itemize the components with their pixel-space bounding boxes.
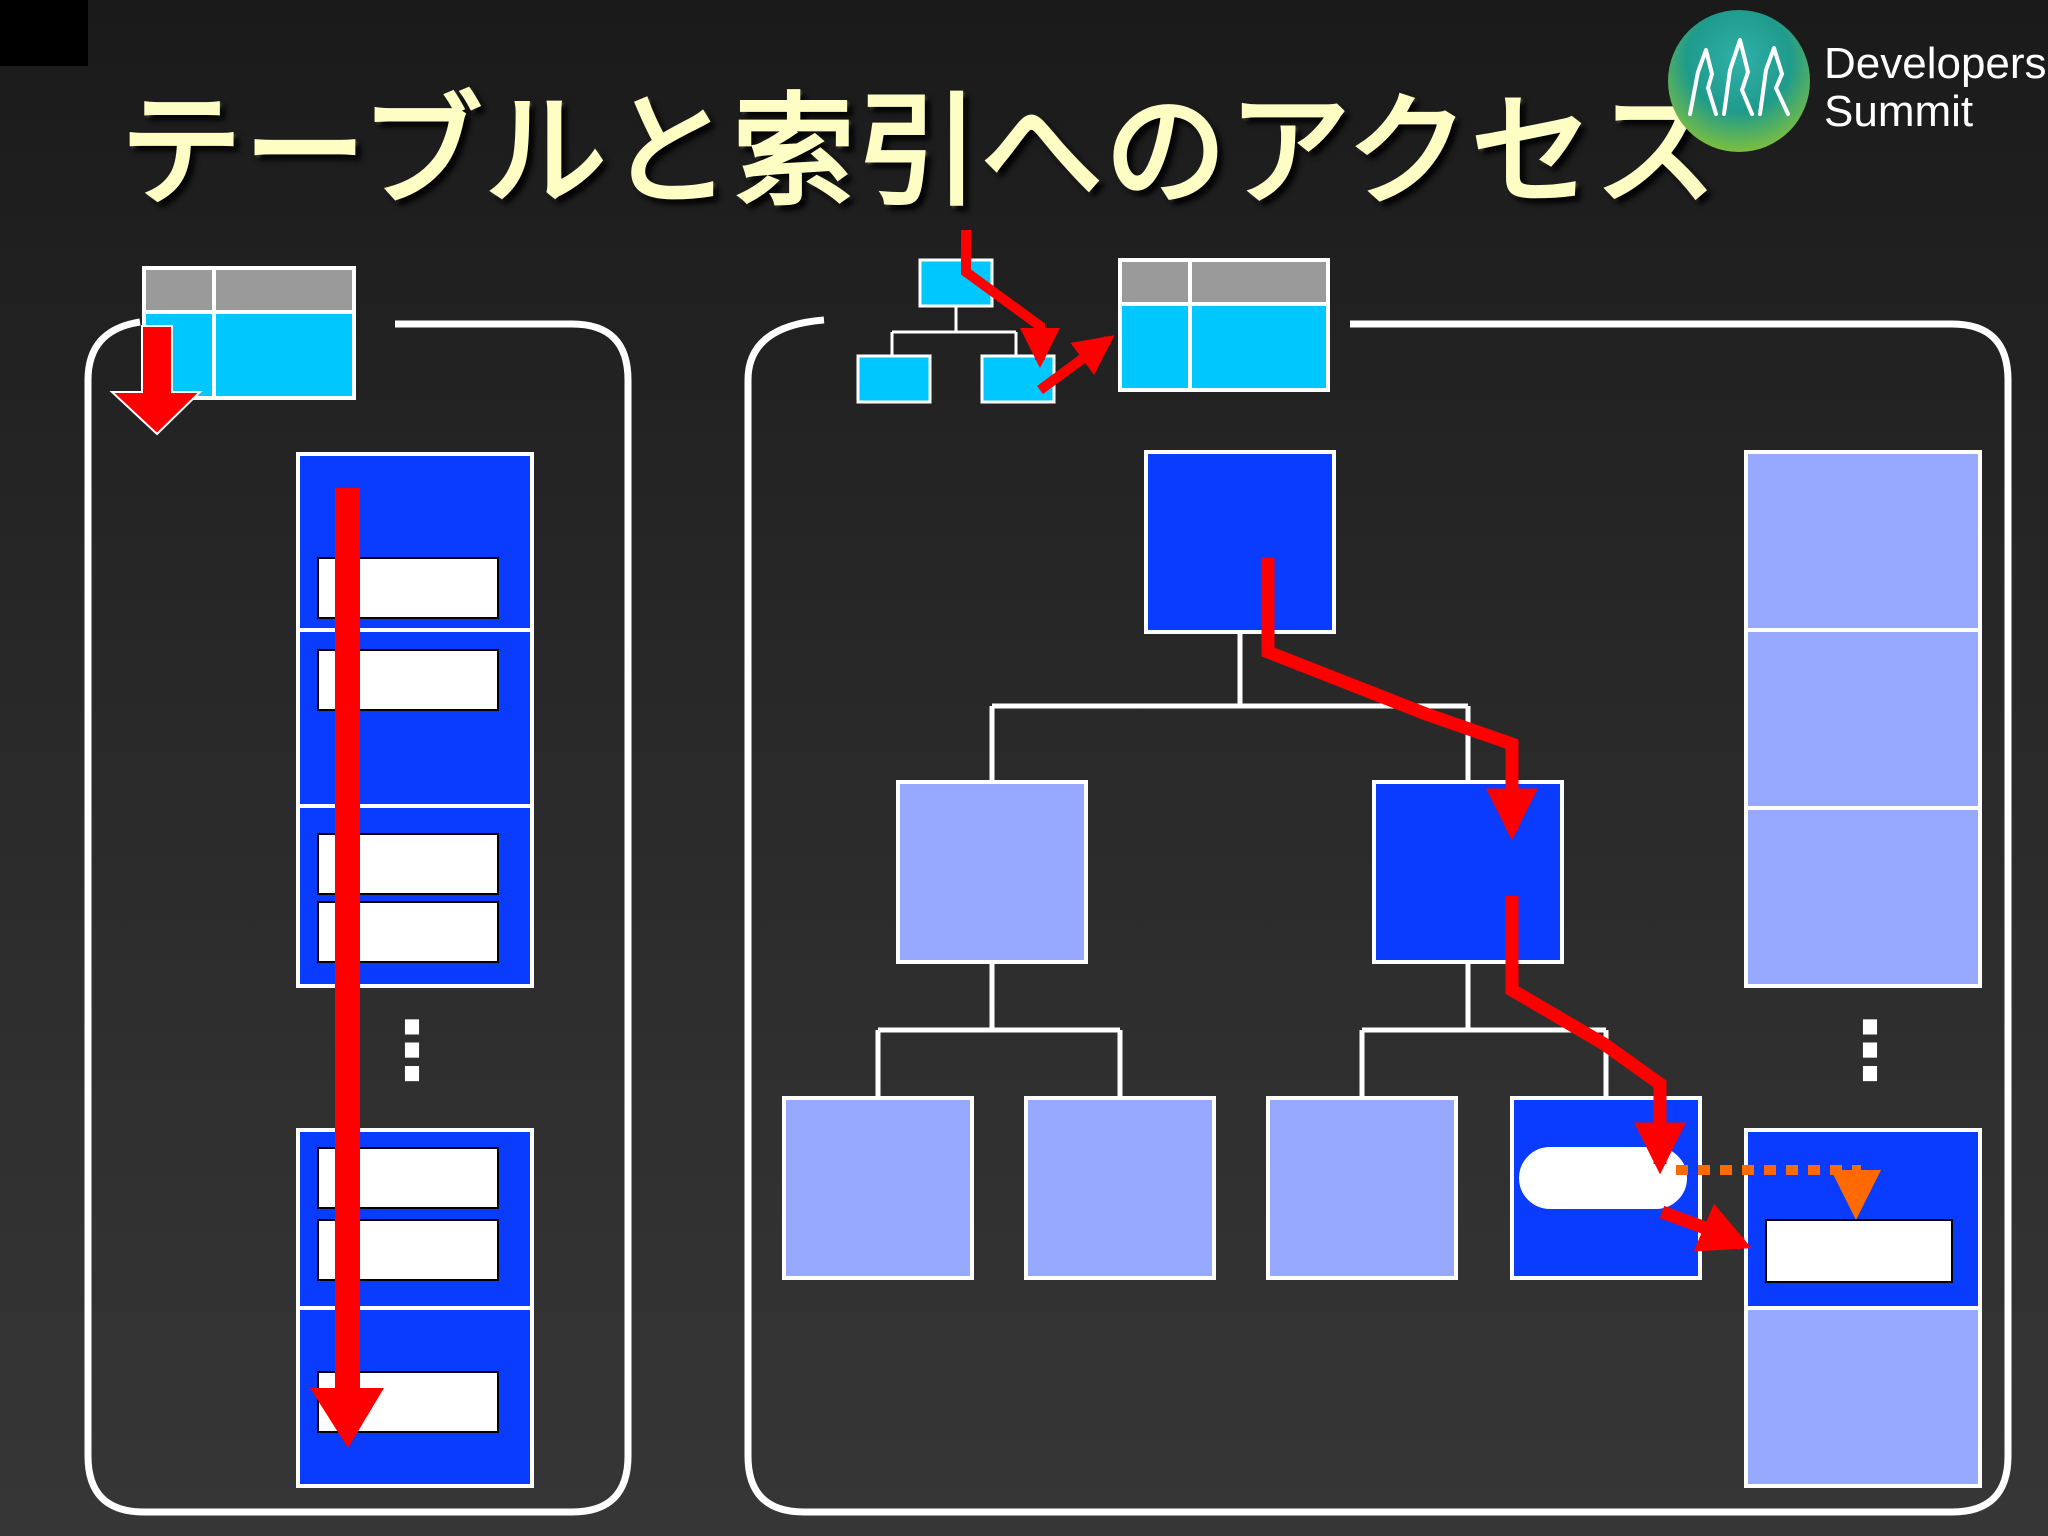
leaf-node xyxy=(1266,1096,1458,1280)
rowid-arrow-to-table xyxy=(1659,1203,1752,1252)
trees-logo-icon xyxy=(1668,10,1810,152)
btree-connectors xyxy=(875,632,1609,1098)
table-block xyxy=(1744,1306,1982,1488)
left-panel: ⋮ xyxy=(84,266,632,1516)
full-scan-arrow xyxy=(310,488,384,1448)
logo-text-summit: Summit xyxy=(1824,87,1974,136)
left-gap-marker: ⋮ xyxy=(372,1004,452,1097)
logo-text-developers: Developers xyxy=(1824,39,2047,88)
right-panel-frame xyxy=(744,316,2012,1516)
right-table-blocks xyxy=(1744,450,1982,1488)
leaf-node xyxy=(1024,1096,1216,1280)
target-row xyxy=(1765,1219,1953,1283)
table-scan-arrow-icon xyxy=(109,325,203,436)
branch-node-left xyxy=(896,780,1088,964)
slide-title: テーブルと索引へのアクセス xyxy=(120,81,1719,223)
developers-summit-logo: Developers Summit xyxy=(1668,8,2047,158)
corner-block xyxy=(0,0,88,66)
traversal-arrow-root-to-branch xyxy=(1261,558,1538,841)
table-block xyxy=(1744,450,1982,632)
index-icon-small xyxy=(856,258,1056,404)
icon-arrow-index xyxy=(961,230,1060,368)
left-panel-frame xyxy=(84,318,632,1516)
icon-arrow-table xyxy=(1037,335,1115,395)
traversal-arrow-branch-to-leaf xyxy=(1505,896,1686,1175)
table-icon-right xyxy=(1118,258,1330,392)
table-icon-left xyxy=(142,266,356,400)
leaf-node xyxy=(782,1096,974,1280)
rowid-dotted-arrow xyxy=(1676,1165,1881,1220)
table-block xyxy=(1744,628,1982,810)
root-node xyxy=(1144,450,1336,634)
branch-node-right xyxy=(1372,780,1564,964)
table-block xyxy=(1744,806,1982,988)
left-data-blocks xyxy=(296,452,534,1488)
right-gap-marker: ⋮ xyxy=(1830,1004,1910,1097)
right-panel: ⋮ xyxy=(744,230,2012,1516)
